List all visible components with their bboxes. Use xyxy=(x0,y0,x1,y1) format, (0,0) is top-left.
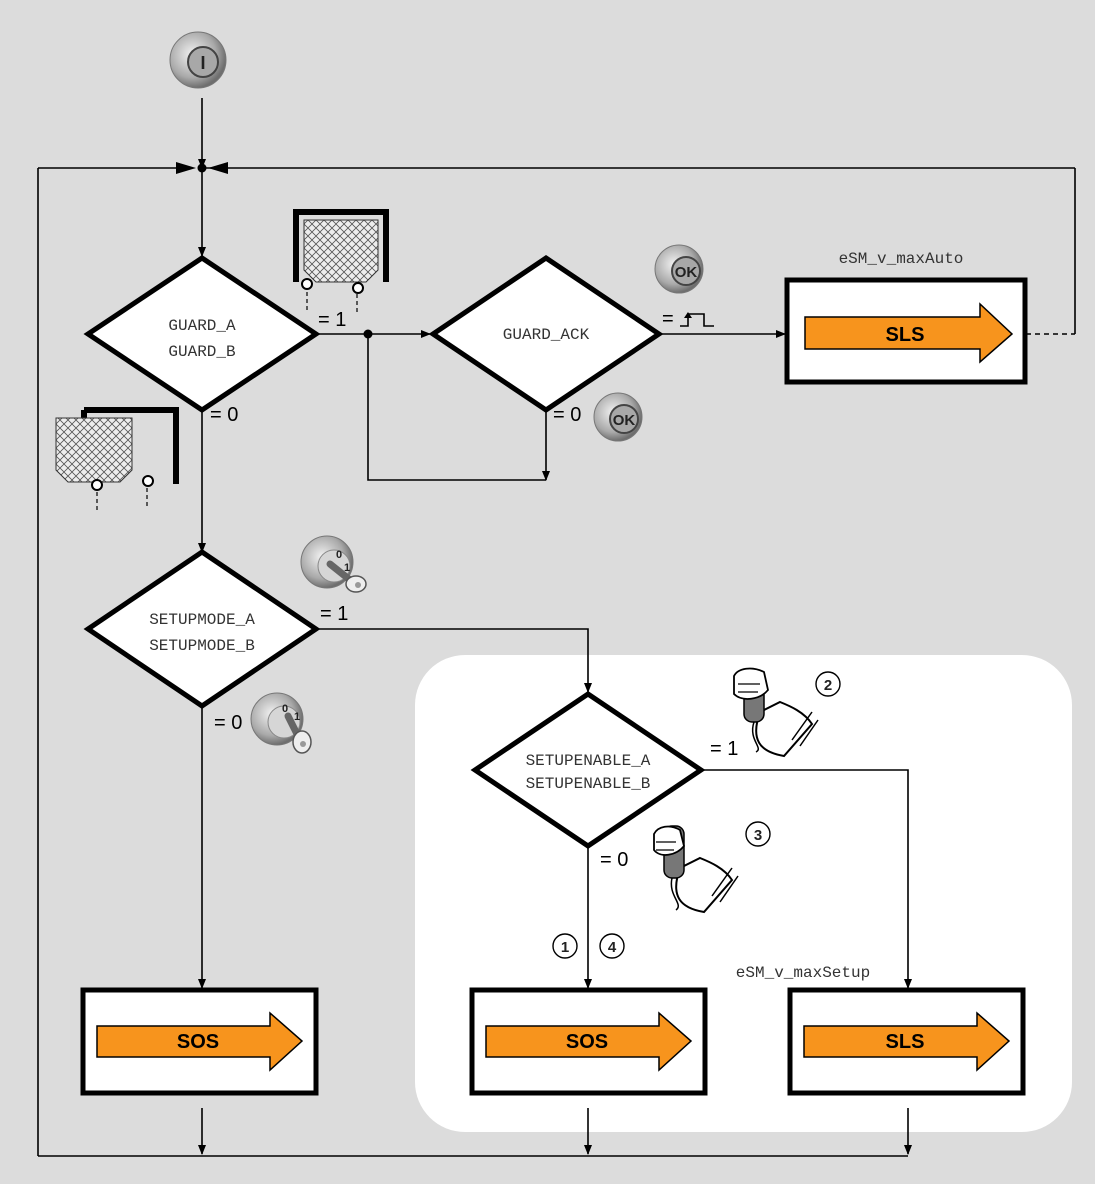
marker-1-label: 1 xyxy=(561,939,569,956)
connector-setupenable-true xyxy=(701,769,912,989)
marker-1-circle xyxy=(552,933,578,959)
junction-dot-top xyxy=(197,163,207,173)
action-sos-left-label: SOS xyxy=(177,1031,219,1053)
decision-setupmode-line1: SETUPMODE_A xyxy=(149,611,255,629)
decision-guard-true-label: = 1 xyxy=(318,309,346,331)
decision-setupmode-true-label: = 1 xyxy=(320,603,348,625)
marker-3-circle xyxy=(745,821,771,847)
start-button[interactable]: I xyxy=(169,31,227,89)
action-sos-left: SOS xyxy=(80,987,319,1096)
action-sls-setup-label: SLS xyxy=(886,1031,925,1053)
rising-edge-arrow-icon xyxy=(684,312,692,318)
ok-button-top-label: OK xyxy=(675,264,698,281)
action-sos-setup: SOS xyxy=(469,987,708,1096)
key-switch-off-icon: 0 1 xyxy=(250,692,312,754)
decision-setupmode-line2: SETUPMODE_B xyxy=(149,637,255,655)
action-sls-auto-label: SLS xyxy=(886,324,925,346)
decision-setupenable-true-label: = 1 xyxy=(710,738,738,760)
key-switch-off-pos0: 0 xyxy=(282,703,288,715)
decision-guard-ack: GUARD_ACK xyxy=(428,254,664,414)
decision-guard-ack-false-label: = 0 xyxy=(553,404,581,426)
connectors xyxy=(37,98,1076,1157)
decision-setupenable: SETUPENABLE_A SETUPENABLE_B xyxy=(470,690,706,850)
enable-switch-pressed-icon xyxy=(733,667,819,758)
decision-setupmode-false-label: = 0 xyxy=(214,712,242,734)
connector-bypass xyxy=(367,334,546,481)
sls-setup-param: eSM_v_maxSetup xyxy=(736,964,870,982)
marker-2-label: 2 xyxy=(824,677,832,694)
decision-setupmode: SETUPMODE_A SETUPMODE_B xyxy=(83,548,321,710)
key-switch-on-pos1: 1 xyxy=(344,562,350,574)
key-switch-on-pos0: 0 xyxy=(336,549,342,561)
decision-guard-ack-line1: GUARD_ACK xyxy=(503,326,590,344)
junction-dot-guard xyxy=(363,329,373,339)
action-sls-setup: SLS xyxy=(787,987,1026,1096)
decision-guard: GUARD_A GUARD_B xyxy=(83,254,321,414)
connector-setupmode-true xyxy=(316,628,592,693)
decision-guard-false-label: = 0 xyxy=(210,404,238,426)
marker-4-label: 4 xyxy=(608,939,617,956)
enable-switch-released-icon xyxy=(653,825,739,914)
ok-button-top[interactable]: OK xyxy=(654,244,704,294)
sls-auto-param: eSM_v_maxAuto xyxy=(839,250,964,268)
guard-closed-icon xyxy=(293,209,389,312)
ok-button-bottom[interactable]: OK xyxy=(593,392,643,442)
decision-setupenable-line2: SETUPENABLE_B xyxy=(526,775,651,793)
rising-edge-icon xyxy=(680,313,714,327)
decision-guard-line2: GUARD_B xyxy=(168,343,235,361)
start-button-label: I xyxy=(200,53,205,73)
action-sos-setup-label: SOS xyxy=(566,1031,608,1053)
guard-open-icon xyxy=(55,407,179,512)
marker-2-circle xyxy=(815,671,841,697)
decision-guard-line1: GUARD_A xyxy=(168,317,236,335)
key-switch-on-icon: 0 1 xyxy=(300,535,367,593)
decision-setupenable-false-label: = 0 xyxy=(600,849,628,871)
marker-3-label: 3 xyxy=(754,827,762,844)
decision-guard-ack-true-label: = xyxy=(662,308,674,330)
action-sls-auto: SLS xyxy=(784,277,1028,385)
marker-4-circle xyxy=(599,933,625,959)
decision-setupenable-line1: SETUPENABLE_A xyxy=(526,752,651,770)
merge-arrow-right xyxy=(208,162,228,174)
ok-button-bottom-label: OK xyxy=(613,412,636,429)
merge-arrow-left xyxy=(176,162,196,174)
key-switch-off-pos1: 1 xyxy=(294,711,300,723)
